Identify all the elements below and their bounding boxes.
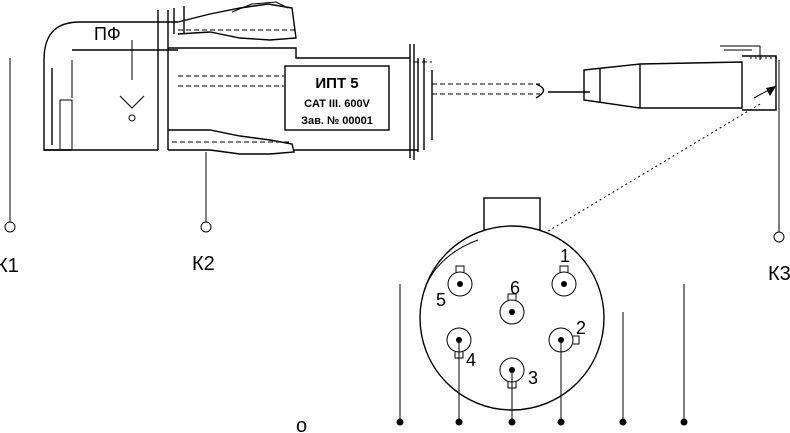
pin-2-label: 2	[576, 318, 586, 338]
nameplate: ИПТ 5 CAT III. 600V Зав. № 00001	[284, 65, 390, 131]
plate-category: CAT III. 600V	[304, 98, 370, 110]
pin-6-label: 6	[510, 278, 520, 298]
plate-serial: Зав. № 00001	[301, 115, 373, 127]
pin-5: 5	[436, 265, 473, 310]
pin-1-label: 1	[560, 246, 570, 266]
terminal-k3: К3	[768, 60, 790, 285]
pin-6: 6	[499, 278, 525, 325]
pin-3-label: 3	[528, 368, 538, 388]
connector-pointer	[539, 103, 761, 237]
terminal-k3-label: К3	[768, 263, 790, 285]
terminal-k1: К1	[0, 58, 19, 277]
pin-5-label: 5	[436, 290, 446, 310]
pin-1: 1	[551, 246, 577, 297]
plate-title: ИПТ 5	[315, 75, 358, 92]
clamp-body: ПФ	[43, 1, 433, 160]
terminal-k2-label: К2	[192, 253, 215, 275]
terminal-k2: К2	[192, 152, 215, 275]
bottom-mark: о	[296, 415, 307, 433]
output-lines	[396, 284, 688, 426]
terminal-k1-label: К1	[0, 255, 19, 277]
body-mark: ПФ	[94, 24, 121, 44]
plug	[583, 45, 778, 111]
pin-4-label: 4	[466, 350, 476, 370]
round-connector: 1 2 3 4 5 6	[419, 197, 605, 411]
cable	[432, 83, 590, 99]
